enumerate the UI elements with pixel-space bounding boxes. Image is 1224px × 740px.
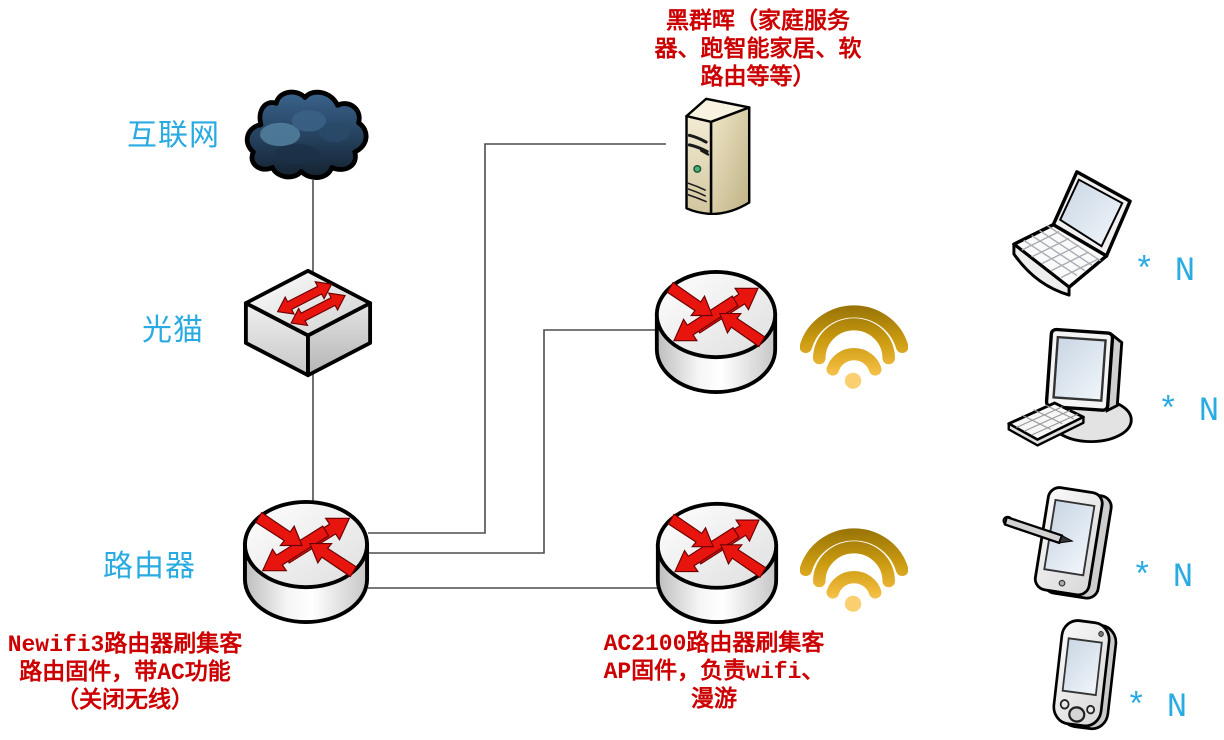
ap-router-caption-line: AC2100路由器刷集客 [603, 631, 825, 657]
wifi-signal-upper-icon [800, 298, 908, 392]
link-router-ap-upper [368, 329, 658, 554]
ap-router-caption-line: AP固件，负责wifi、 [603, 659, 825, 685]
desktop-computer-icon [1003, 320, 1137, 452]
wifi-signal-lower-icon [800, 521, 908, 615]
server-caption: 黑群晖（家庭服务 器、跑智能家居、软 路由等等） [606, 8, 910, 92]
laptop-count-label: * N [1134, 253, 1196, 291]
tablet-with-stylus-icon [1002, 482, 1124, 602]
main-router-caption: Newifi3路由器刷集客 路由固件，带AC功能 （关闭无线） [2, 631, 248, 715]
cloud-icon [238, 82, 372, 184]
desktop-count-label: * N [1158, 393, 1220, 431]
server-caption-line: 路由等等） [700, 65, 816, 91]
tablet-count-label: * N [1132, 559, 1194, 597]
server-caption-line: 器、跑智能家居、软 [654, 37, 862, 63]
server-caption-line: 黑群晖（家庭服务 [666, 9, 850, 35]
link-router-server [368, 143, 666, 534]
ap-router-lower-icon [654, 500, 780, 624]
main-router-caption-line: （关闭无线） [56, 688, 194, 714]
main-router-label: 路由器 [103, 550, 196, 583]
ap-router-caption: AC2100路由器刷集客 AP固件，负责wifi、 漫游 [591, 630, 837, 714]
switch-icon [243, 268, 373, 380]
main-router-caption-line: 路由固件，带AC功能 [19, 660, 231, 686]
router-icon [241, 498, 371, 624]
pda-handheld-icon [1040, 616, 1128, 734]
laptop-icon [1008, 166, 1136, 298]
main-router-caption-line: Newifi3路由器刷集客 [7, 632, 243, 658]
server-tower-icon [662, 95, 760, 215]
pda-count-label: * N [1126, 689, 1188, 727]
optical-modem-label: 光猫 [142, 314, 204, 347]
ap-router-caption-line: 漫游 [691, 687, 737, 713]
internet-label: 互联网 [127, 119, 220, 152]
ap-router-upper-icon [653, 268, 779, 394]
